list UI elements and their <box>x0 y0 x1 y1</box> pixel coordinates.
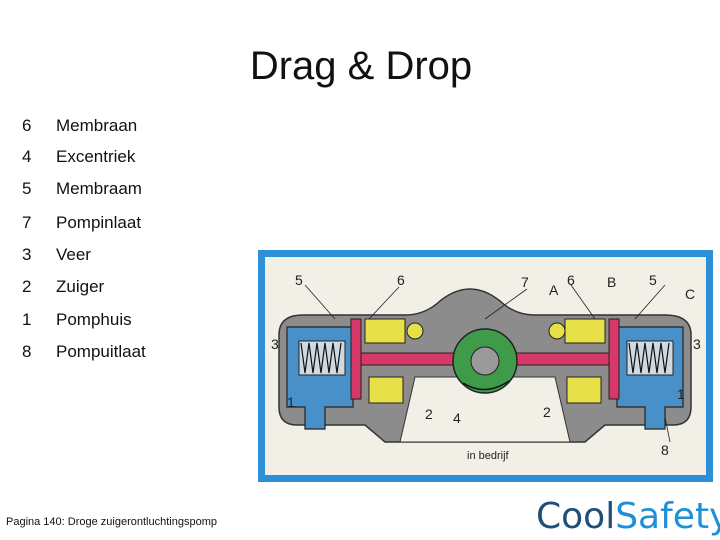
valve-ball-left <box>406 322 424 340</box>
diagram-label-c: C <box>685 286 695 302</box>
item-number: 3 <box>22 245 32 264</box>
item-label: Pompuitlaat <box>56 342 146 361</box>
diagram-label-b: B <box>607 274 616 290</box>
diagram-label-8: 8 <box>661 442 669 458</box>
item-number: 4 <box>22 147 32 166</box>
pump-diagram: 5 6 7 A 6 B 5 C 3 1 2 4 2 3 1 8 in bedri… <box>258 250 713 482</box>
diagram-label-2: 2 <box>425 406 433 422</box>
drag-item-pompuitlaat[interactable]: 8 Pompuitlaat <box>22 340 146 364</box>
item-label: Veer <box>56 245 91 264</box>
page-reference: Pagina 140: Droge zuigerontluchtingspomp <box>6 516 217 528</box>
membrane-left <box>350 318 362 400</box>
diagram-caption: in bedrijf <box>467 450 510 462</box>
leader-line <box>484 288 528 320</box>
leader-line <box>570 284 596 320</box>
item-label: Membraam <box>56 179 142 198</box>
valve-bottom-left <box>368 376 404 404</box>
valve-bottom-right <box>566 376 602 404</box>
item-number: 6 <box>22 116 32 135</box>
diagram-label-1: 1 <box>287 394 295 410</box>
drag-item-pomphuis[interactable]: 1 Pomphuis <box>22 308 132 332</box>
diagram-label-7: 7 <box>521 274 529 290</box>
drag-item-zuiger[interactable]: 2 Zuiger <box>22 275 104 299</box>
item-number: 7 <box>22 213 32 232</box>
diagram-label-1-right: 1 <box>677 386 685 402</box>
item-number: 8 <box>22 342 32 361</box>
pump-schematic: 5 6 7 A 6 B 5 C 3 1 2 4 2 3 1 8 in bedri… <box>271 272 701 462</box>
drag-item-veer[interactable]: 3 Veer <box>22 243 91 267</box>
spring-left <box>300 342 342 374</box>
valve-ball-right <box>548 322 566 340</box>
diagram-label-4: 4 <box>453 410 461 426</box>
drag-item-excentriek[interactable]: 4 Excentriek <box>22 145 135 169</box>
valve-top-left <box>364 318 406 344</box>
item-label: Membraan <box>56 116 138 135</box>
item-label: Pompinlaat <box>56 213 142 232</box>
eccentric-shaft <box>470 346 500 376</box>
coolsafety-logo: CoolSafety <box>536 496 720 537</box>
logo-part-safety: Safety <box>615 496 720 537</box>
logo-part-cool: Cool <box>536 496 616 537</box>
item-label: Zuiger <box>56 277 105 296</box>
diagram-label-5: 5 <box>295 272 303 288</box>
drag-item-membraam[interactable]: 5 Membraam <box>22 177 142 201</box>
leader-line <box>664 416 671 443</box>
drag-item-pompinlaat[interactable]: 7 Pompinlaat <box>22 211 141 235</box>
item-label: Pomphuis <box>56 310 132 329</box>
diagram-label-3: 3 <box>271 336 279 352</box>
slide-title: Drag & Drop <box>249 44 473 88</box>
item-number: 2 <box>22 277 32 296</box>
diagram-label-a: A <box>549 282 559 298</box>
valve-top-right <box>564 318 606 344</box>
item-label: Excentriek <box>56 147 136 166</box>
leader-line <box>304 284 336 320</box>
item-number: 1 <box>22 310 32 329</box>
leader-line <box>634 284 666 320</box>
drag-item-membraan[interactable]: 6 Membraan <box>22 114 137 138</box>
item-number: 5 <box>22 179 32 198</box>
leader-line <box>368 286 400 320</box>
spring-right <box>628 342 670 374</box>
diagram-label-2-right: 2 <box>543 404 551 420</box>
rotation-arrow <box>462 380 510 391</box>
diagram-label-3-right: 3 <box>693 336 701 352</box>
diagram-label-5-right: 5 <box>649 272 657 288</box>
diagram-label-6-right: 6 <box>567 272 575 288</box>
pump-diagram-image: 5 6 7 A 6 B 5 C 3 1 2 4 2 3 1 8 in bedri… <box>265 257 706 475</box>
membrane-right <box>608 318 620 400</box>
diagram-label-6: 6 <box>397 272 405 288</box>
